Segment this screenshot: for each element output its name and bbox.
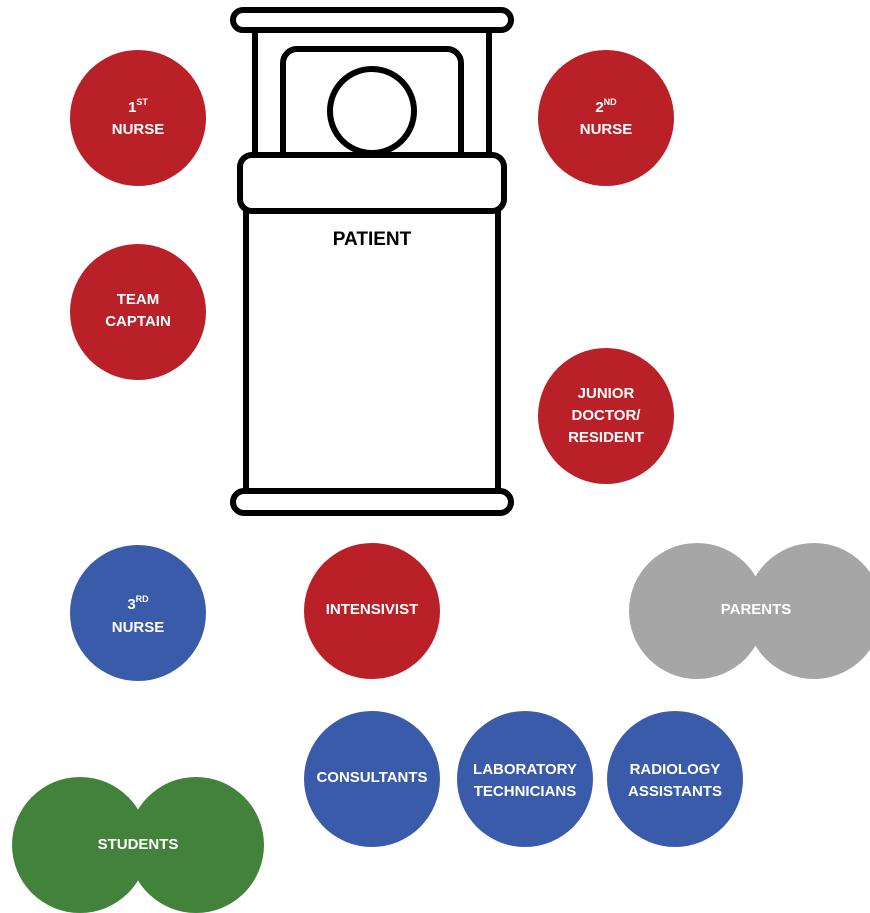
intensivist-label: INTENSIVIST bbox=[326, 601, 419, 618]
bed-footboard-rail bbox=[230, 488, 514, 516]
consultants-circle bbox=[304, 711, 440, 847]
junior-doctor-line2: DOCTOR/ bbox=[572, 407, 642, 424]
intensivist-circle bbox=[304, 543, 440, 679]
consultants-label: CONSULTANTS bbox=[316, 769, 427, 786]
parents-label: PARENTS bbox=[721, 601, 792, 618]
junior-doctor-circle bbox=[538, 348, 674, 484]
radiology-assistants-line2: ASSISTANTS bbox=[628, 783, 722, 800]
first-nurse-circle bbox=[70, 50, 206, 186]
bed-mattress bbox=[243, 205, 501, 499]
lab-technicians-line2: TECHNICIANS bbox=[474, 783, 577, 800]
role-first-nurse: 1ST NURSE bbox=[70, 50, 206, 186]
junior-doctor-line3: RESIDENT bbox=[568, 429, 644, 446]
second-nurse-circle bbox=[538, 50, 674, 186]
radiology-assistants-line1: RADIOLOGY bbox=[630, 761, 721, 778]
role-third-nurse: 3RD NURSE bbox=[70, 545, 206, 681]
lab-technicians-circle bbox=[457, 711, 593, 847]
role-consultants: CONSULTANTS bbox=[304, 711, 440, 847]
role-second-nurse: 2ND NURSE bbox=[538, 50, 674, 186]
role-students: STUDENTS bbox=[12, 777, 264, 913]
third-nurse-label: NURSE bbox=[112, 619, 165, 636]
bed-blanket-fold bbox=[237, 152, 507, 214]
role-parents: PARENTS bbox=[629, 543, 870, 679]
second-nurse-label: NURSE bbox=[580, 121, 633, 138]
patient-label: PATIENT bbox=[333, 229, 412, 250]
role-intensivist: INTENSIVIST bbox=[304, 543, 440, 679]
junior-doctor-line1: JUNIOR bbox=[578, 385, 635, 402]
first-nurse-number: 1ST bbox=[128, 97, 148, 116]
team-captain-line2: CAPTAIN bbox=[105, 313, 171, 330]
third-nurse-number: 3RD bbox=[127, 594, 149, 613]
first-nurse-label: NURSE bbox=[112, 121, 165, 138]
patient-head bbox=[327, 66, 417, 156]
role-team-captain: TEAM CAPTAIN bbox=[70, 244, 206, 380]
second-nurse-number: 2ND bbox=[595, 97, 617, 116]
team-captain-line1: TEAM bbox=[117, 291, 160, 308]
radiology-assistants-circle bbox=[607, 711, 743, 847]
role-lab-technicians: LABORATORY TECHNICIANS bbox=[457, 711, 593, 847]
students-label: STUDENTS bbox=[98, 836, 179, 853]
students-circle-left bbox=[12, 777, 148, 913]
team-captain-circle bbox=[70, 244, 206, 380]
parents-circle-right bbox=[746, 543, 870, 679]
students-circle-right bbox=[128, 777, 264, 913]
parents-circle-left bbox=[629, 543, 765, 679]
role-radiology-assistants: RADIOLOGY ASSISTANTS bbox=[607, 711, 743, 847]
lab-technicians-line1: LABORATORY bbox=[473, 761, 577, 778]
role-junior-doctor: JUNIOR DOCTOR/ RESIDENT bbox=[538, 348, 674, 484]
patient-bed: PATIENT bbox=[230, 7, 514, 516]
third-nurse-circle bbox=[70, 545, 206, 681]
bed-headboard-rail bbox=[230, 7, 514, 33]
